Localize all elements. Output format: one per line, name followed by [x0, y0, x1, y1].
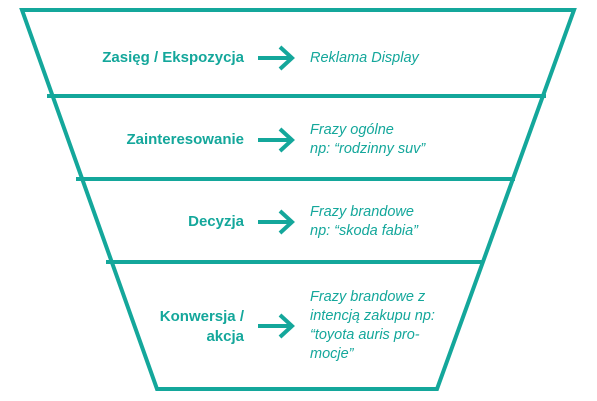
stage-text-conversion: Frazy brandowe z intencją zakupu np: “to…: [310, 289, 435, 362]
arrow-right-icon: [258, 45, 295, 71]
stage-label-interest: Zainteresowanie: [126, 131, 244, 148]
arrow-right-icon: [258, 127, 295, 153]
stage-label-conversion: Konwersja / akcja: [159, 308, 244, 345]
stage-text-decision: Frazy brandowe np: “skoda fabia”: [310, 204, 419, 239]
stage-text-reach: Reklama Display: [310, 50, 419, 66]
stage-text-interest: Frazy ogólne np: “rodzinny suv”: [310, 122, 426, 157]
arrow-right-icon: [258, 209, 295, 235]
arrow-right-icon: [258, 313, 295, 339]
stage-label-reach: Zasięg / Ekspozycja: [102, 49, 244, 66]
stage-label-decision: Decyzja: [188, 213, 244, 230]
